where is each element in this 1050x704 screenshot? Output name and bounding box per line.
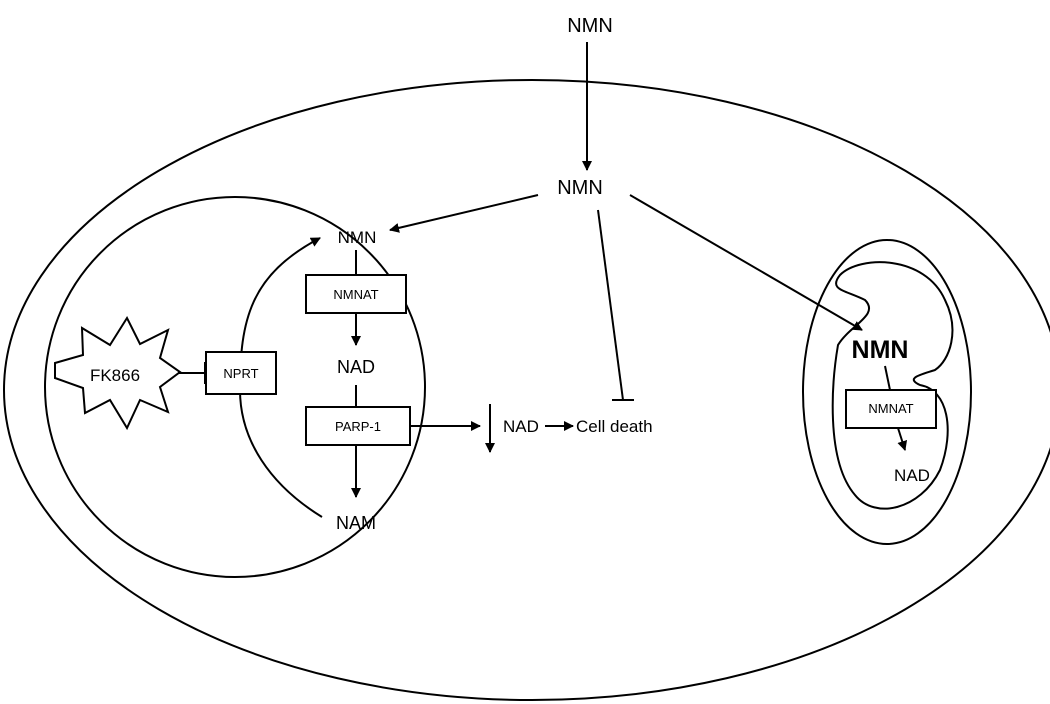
- nmnat-mitochondria-box: [845, 389, 937, 429]
- cell-membrane: [3, 79, 1050, 701]
- nmnat-nucleus-box: [305, 274, 407, 314]
- fk866-label: FK866: [90, 366, 140, 385]
- nmnat-mitochondria-label: NMNAT: [868, 401, 913, 416]
- nmnat-nucleus-label: NMNAT: [333, 287, 378, 302]
- cell-death-label: Cell death: [576, 417, 653, 436]
- nam-label: NAM: [336, 513, 376, 533]
- nmn-inhibits-cell-death: [597, 209, 624, 401]
- parp1-label: PARP-1: [335, 419, 381, 434]
- nprt-box: [205, 351, 277, 395]
- mitochondrion-outer-membrane: [802, 239, 972, 545]
- nmn-extracellular-label: NMN: [567, 15, 613, 37]
- nmn-nucleus-label: NMN: [338, 228, 377, 247]
- nad-decrease-label: NAD: [503, 417, 539, 436]
- nmn-to-mitochondria-arrow: [629, 194, 863, 331]
- nad-mitochondria-label: NAD: [894, 466, 930, 485]
- nmn-to-nucleus-arrow: [389, 194, 539, 233]
- nucleus: [44, 196, 426, 578]
- mitochondrion-inner-membrane: [831, 261, 954, 510]
- nmn-mitochondria-label: NMN: [852, 336, 909, 364]
- nprt-label: NPRT: [223, 366, 258, 381]
- nmn-cytoplasm-label: NMN: [557, 177, 603, 199]
- fk866-burst-shape: [54, 315, 182, 431]
- nmn-nmnat-mito-connector: [884, 365, 891, 391]
- nad-nucleus-label: NAD: [337, 357, 375, 377]
- nmnat-to-nad-mito-arrow: [897, 427, 908, 451]
